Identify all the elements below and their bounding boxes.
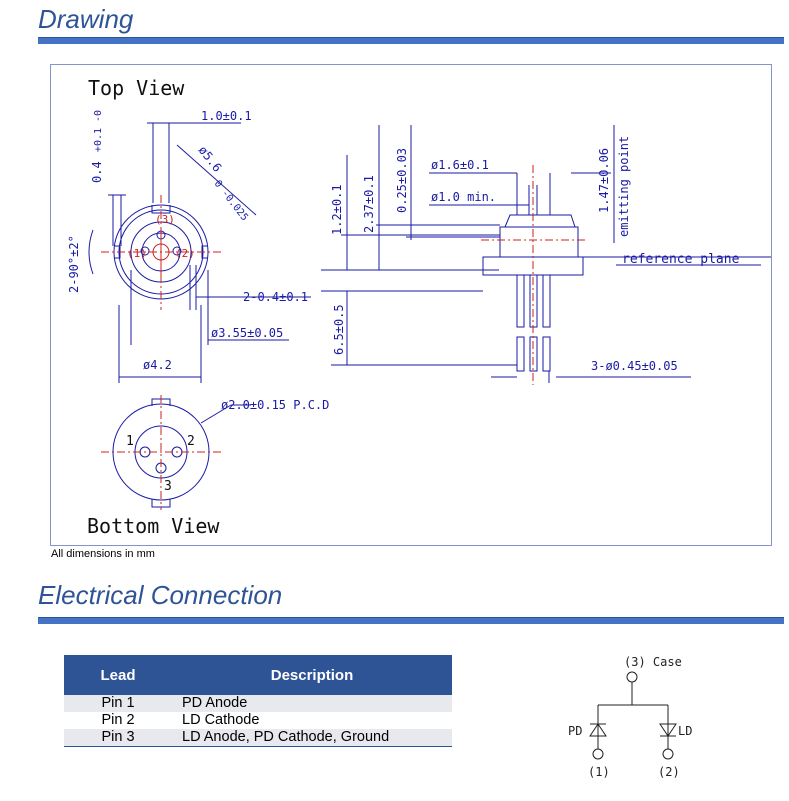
bottom-view-label: Bottom View — [87, 514, 220, 538]
bottom-pin-label-2: 2 — [187, 434, 195, 449]
electrical-section-title: Electrical Connection — [38, 580, 283, 610]
dim-tol-0-4-tol: +0.1 -0 — [93, 110, 104, 152]
schematic-pin1-label: (1) — [588, 765, 610, 779]
dim-dia-5-6-main: ø5.6 — [196, 143, 225, 174]
table-row: Pin 3 LD Anode, PD Cathode, Ground — [64, 729, 452, 747]
lead-cell: Pin 2 — [101, 712, 135, 728]
dim-dia-3-55: ø3.55±0.05 — [211, 326, 283, 340]
dim-tol-0-4: 0.4 +0.1 -0 — [90, 110, 104, 183]
table-row: Pin 1 PD Anode — [64, 695, 452, 712]
circuit-schematic: (3) Case PD LD (1) (2) — [568, 655, 692, 779]
dim-h-1-47: 1.47±0.06 — [597, 148, 611, 213]
ld-label: LD — [678, 724, 692, 738]
description-cell: LD Anode, PD Cathode, Ground — [172, 729, 452, 747]
dim-h-6-5: 6.5±0.5 — [332, 304, 346, 355]
top-pin-label-2: (2) — [175, 247, 195, 260]
drawing-section-title: Drawing — [38, 4, 134, 34]
pd-label: PD — [568, 724, 582, 738]
pin-table-header: Lead Description — [64, 655, 452, 695]
header-lead: Lead — [64, 655, 172, 695]
case-label: (3) Case — [624, 655, 682, 669]
technical-drawing: Top View Bottom View 1.0±0.1 ø5.6 0 -0.0… — [67, 76, 781, 538]
bottom-pin-label-1: 1 — [126, 434, 134, 449]
dim-dia-5-6: ø5.6 0 -0.025 — [189, 143, 258, 223]
dim-h-2-37: 2.37±0.1 — [362, 175, 376, 233]
dim-dia-5-6-tol: 0 -0.025 — [212, 178, 250, 223]
dimensions-note: All dimensions in mm — [51, 548, 155, 560]
dim-angle: 2-90°±2° — [67, 235, 81, 293]
lead-cell: Pin 1 — [64, 695, 172, 712]
table-row: Pin 2 LD Cathode — [64, 712, 452, 729]
drawing-frame: Top View Bottom View 1.0±0.1 ø5.6 0 -0.0… — [50, 64, 781, 546]
dim-lead-dia: 3-ø0.45±0.05 — [591, 359, 678, 373]
bottom-pin-label-3: 3 — [164, 479, 172, 494]
reference-plane-label: reference plane — [622, 252, 740, 267]
drawing-section-rule — [38, 37, 784, 44]
dim-tol-0-4-main: 0.4 — [90, 161, 104, 183]
dim-dia-1-0: ø1.0 min. — [431, 190, 496, 204]
dim-pcd: ø2.0±0.15 P.C.D — [221, 398, 329, 412]
description-cell: LD Cathode — [182, 712, 260, 728]
dim-h-1-2: 1.2±0.1 — [330, 184, 344, 235]
pin-table: Lead Description Pin 1 PD Anode Pin 2 LD… — [64, 655, 452, 747]
electrical-section-rule — [38, 617, 784, 624]
top-pin-label-3: (3) — [155, 213, 175, 226]
top-view-label: Top View — [88, 76, 185, 100]
description-cell: PD Anode — [172, 695, 452, 712]
lead-cell: Pin 3 — [64, 729, 172, 747]
top-pin-label-1: (1) — [127, 247, 147, 260]
dim-dia-4-2: ø4.2 — [143, 358, 172, 372]
header-description: Description — [172, 655, 452, 695]
dim-h-0-25: 0.25±0.03 — [395, 148, 409, 213]
dim-dia-1-6: ø1.6±0.1 — [431, 158, 489, 172]
emitting-point-label: emitting point — [617, 136, 631, 237]
dim-pin-width: 2-0.4±0.1 — [243, 290, 308, 304]
schematic-pin2-label: (2) — [658, 765, 680, 779]
dim-width-1-0: 1.0±0.1 — [201, 109, 252, 123]
